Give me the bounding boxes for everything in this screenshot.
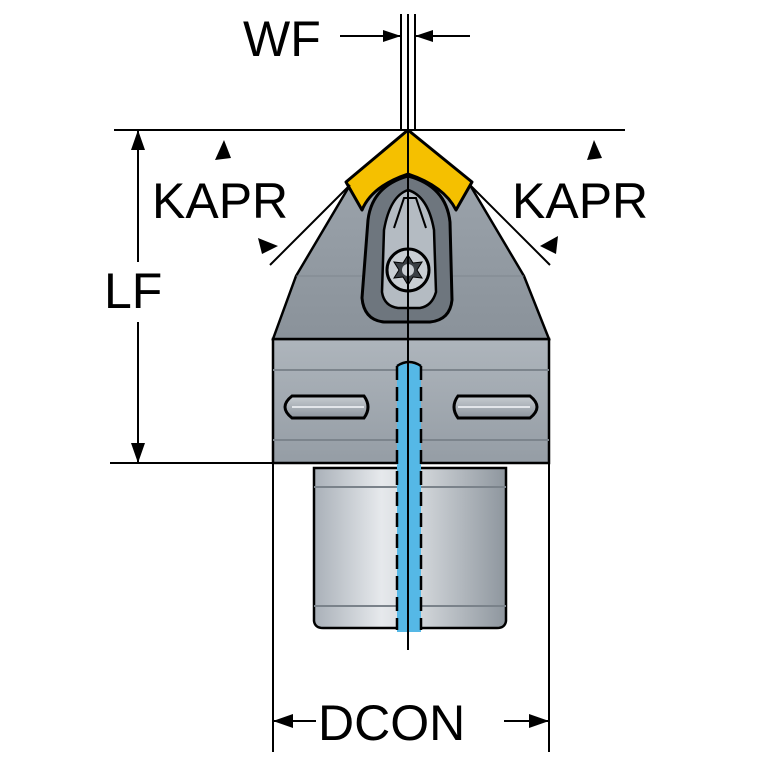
dcon-label: DCON	[318, 695, 465, 751]
kapr-left-label: KAPR	[152, 173, 288, 229]
wf-dimension	[340, 14, 470, 130]
kapr-right-dimension	[469, 140, 602, 266]
dcon-dimension	[272, 463, 550, 752]
kapr-left-dimension	[215, 140, 351, 266]
lf-label: LF	[104, 263, 162, 319]
right-slot	[452, 394, 539, 420]
lf-dimension	[110, 129, 625, 464]
kapr-right-label: KAPR	[512, 173, 648, 229]
lf-label-bg	[100, 262, 170, 322]
wf-label: WF	[243, 11, 321, 67]
left-slot	[283, 394, 370, 420]
